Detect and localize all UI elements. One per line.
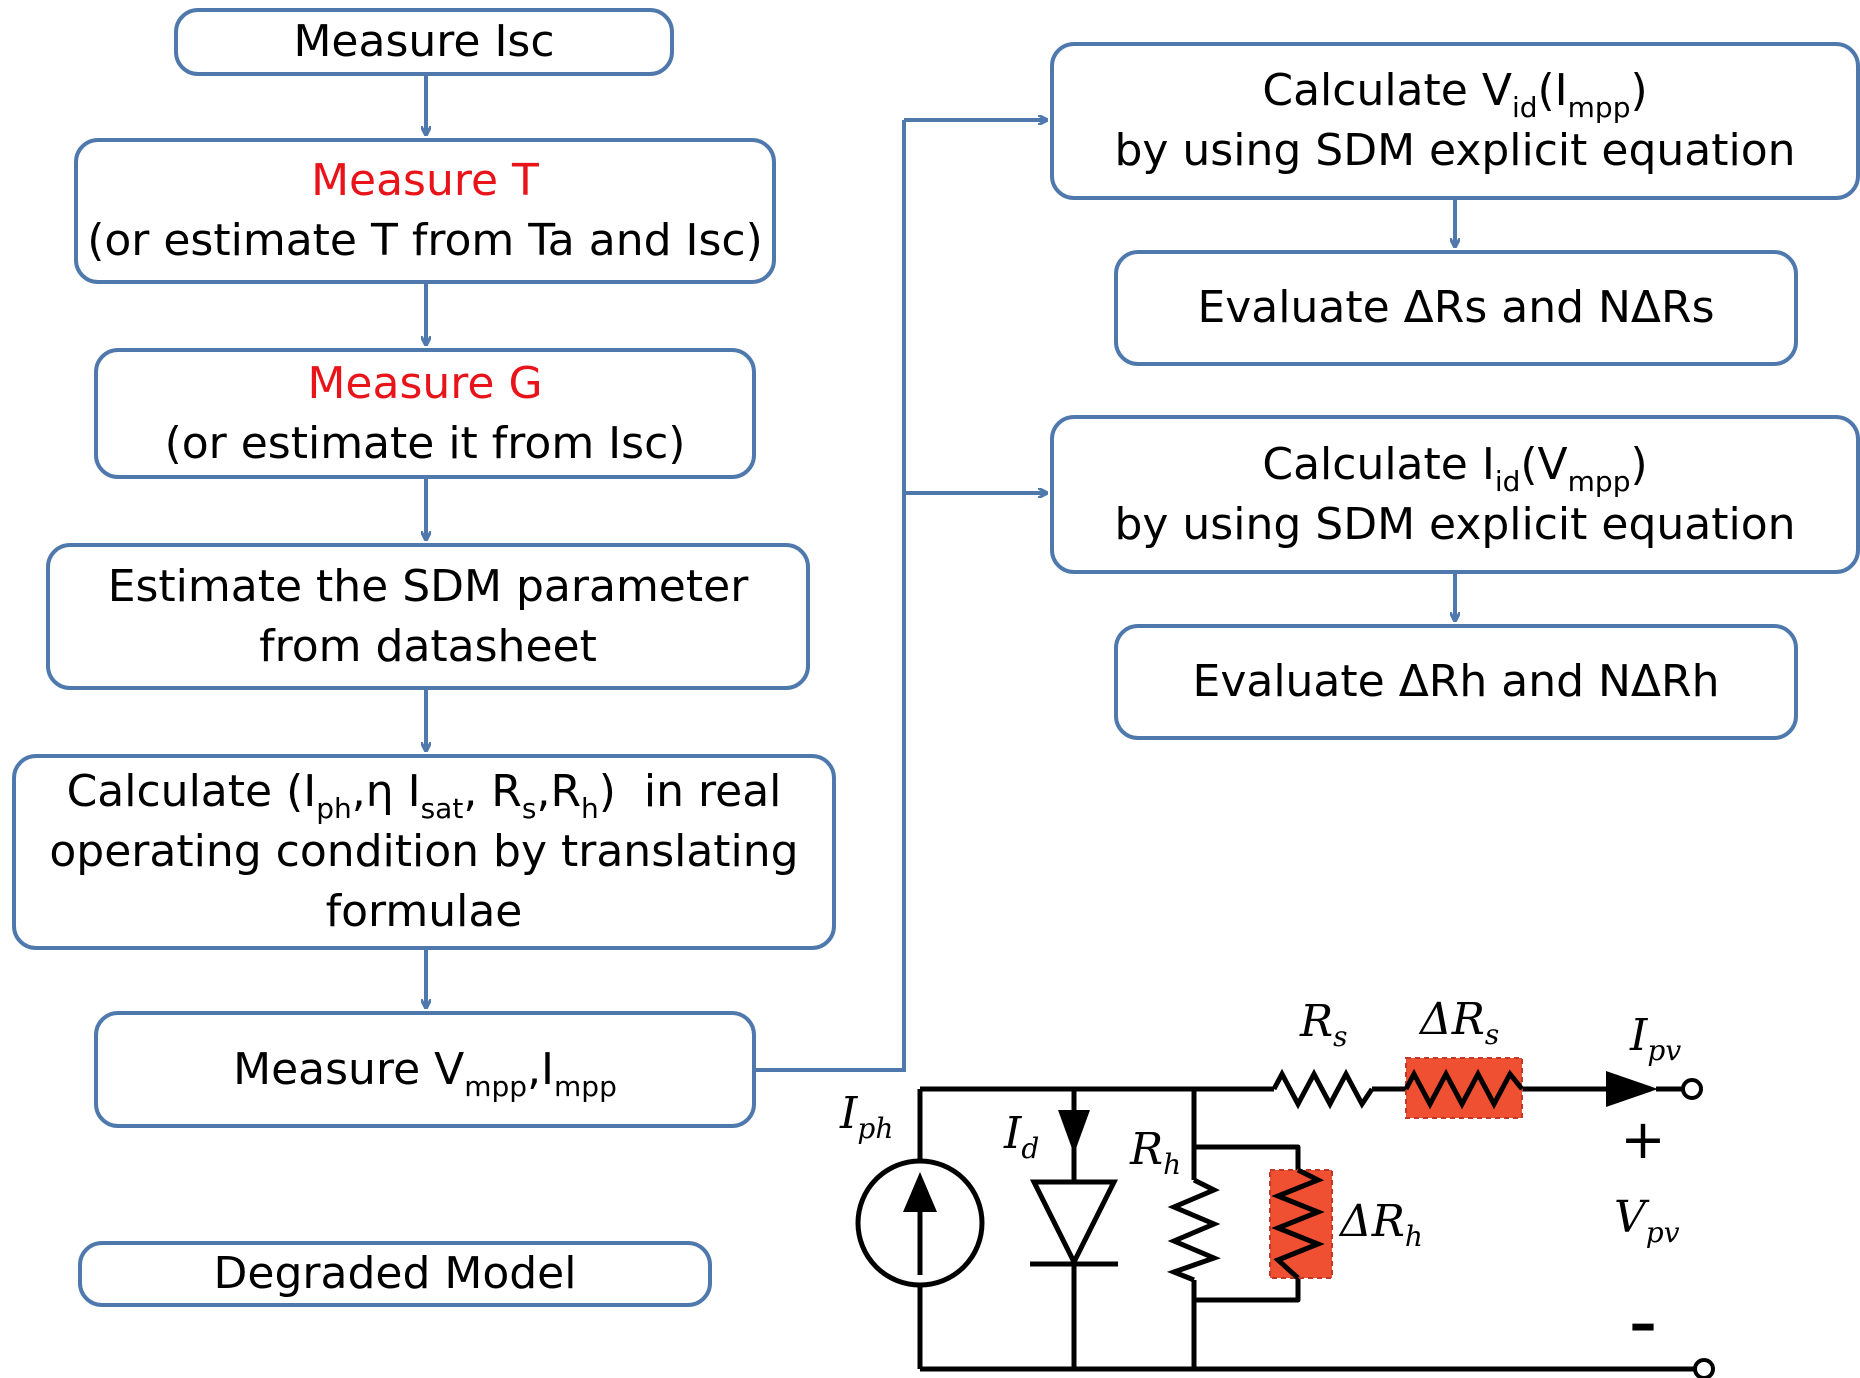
calculate-params-line1: Calculate (Iph,η Isat, Rs,Rh) in real [66, 766, 782, 825]
box-calc-iid: Calculate Iid(Vmpp) by using SDM explici… [1050, 415, 1860, 574]
box-calc-vid: Calculate Vid(Impp) by using SDM explici… [1050, 42, 1860, 200]
wire-delta-rh-loop-top [1194, 1144, 1301, 1170]
wire-delta-rh-loop-bottom [1194, 1278, 1301, 1303]
diode-icon [1029, 1179, 1119, 1268]
box-measure-isc: Measure Isc [174, 8, 674, 76]
label-iph: Iph [839, 1088, 893, 1145]
calculate-params-line2: operating condition by translating [49, 826, 799, 877]
degraded-model-text: Degraded Model [213, 1248, 577, 1299]
output-current-arrow-icon [1606, 1071, 1658, 1107]
connector-mpp-branch [754, 120, 906, 1072]
box-calculate-params: Calculate (Iph,η Isat, Rs,Rh) in real op… [12, 754, 836, 950]
label-ipv: Ipv [1629, 1010, 1681, 1067]
calc-iid-line2: by using SDM explicit equation [1114, 498, 1796, 550]
terminal-positive-icon [1681, 1078, 1703, 1100]
label-id: Id [1003, 1108, 1039, 1165]
terminal-negative-icon [1693, 1358, 1715, 1378]
current-source-icon [855, 1158, 985, 1288]
resistor-rs-icon [1271, 1068, 1375, 1110]
diode-current-arrow-icon [1058, 1110, 1090, 1154]
label-vpv: Vpv [1614, 1192, 1680, 1249]
resistor-delta-rh-icon [1269, 1167, 1333, 1280]
label-rh: Rh [1129, 1124, 1181, 1181]
box-measure-t: Measure T (or estimate T from Ta and Isc… [74, 138, 776, 284]
resistor-rh-icon [1166, 1177, 1221, 1283]
estimate-sdm-line2: from datasheet [259, 620, 597, 672]
measure-g-note: (or estimate it from Isc) [164, 417, 686, 469]
measure-t-title: Measure T [311, 155, 539, 206]
label-delta-rh: ΔRh [1338, 1196, 1423, 1253]
evaluate-rs-text: Evaluate ΔRs and NΔRs [1197, 282, 1715, 333]
measure-g-title: Measure G [307, 357, 543, 409]
box-measure-vmpp: Measure Vmpp,Impp [94, 1011, 756, 1128]
resistor-delta-rs-icon [1403, 1057, 1524, 1119]
evaluate-rh-text: Evaluate ΔRh and NΔRh [1192, 656, 1720, 707]
calc-vid-line2: by using SDM explicit equation [1114, 125, 1796, 176]
box-evaluate-rh: Evaluate ΔRh and NΔRh [1114, 624, 1798, 740]
label-plus: + [1620, 1108, 1665, 1171]
label-minus: – [1630, 1292, 1657, 1355]
measure-isc-text: Measure Isc [293, 16, 555, 67]
calc-iid-line1: Calculate Iid(Vmpp) [1262, 438, 1648, 498]
label-delta-rs: ΔRs [1418, 994, 1499, 1051]
box-measure-g: Measure G (or estimate it from Isc) [94, 348, 756, 479]
calc-vid-line1: Calculate Vid(Impp) [1262, 65, 1648, 124]
label-rs: Rs [1299, 996, 1348, 1053]
box-degraded-model: Degraded Model [78, 1241, 712, 1307]
measure-t-note: (or estimate T from Ta and Isc) [87, 215, 763, 266]
box-estimate-sdm: Estimate the SDM parameter from datashee… [46, 543, 810, 690]
calculate-params-line3: formulae [325, 886, 523, 937]
measure-vmpp-text: Measure Vmpp,Impp [233, 1043, 617, 1103]
estimate-sdm-line1: Estimate the SDM parameter [107, 560, 749, 612]
box-evaluate-rs: Evaluate ΔRs and NΔRs [1114, 250, 1798, 366]
